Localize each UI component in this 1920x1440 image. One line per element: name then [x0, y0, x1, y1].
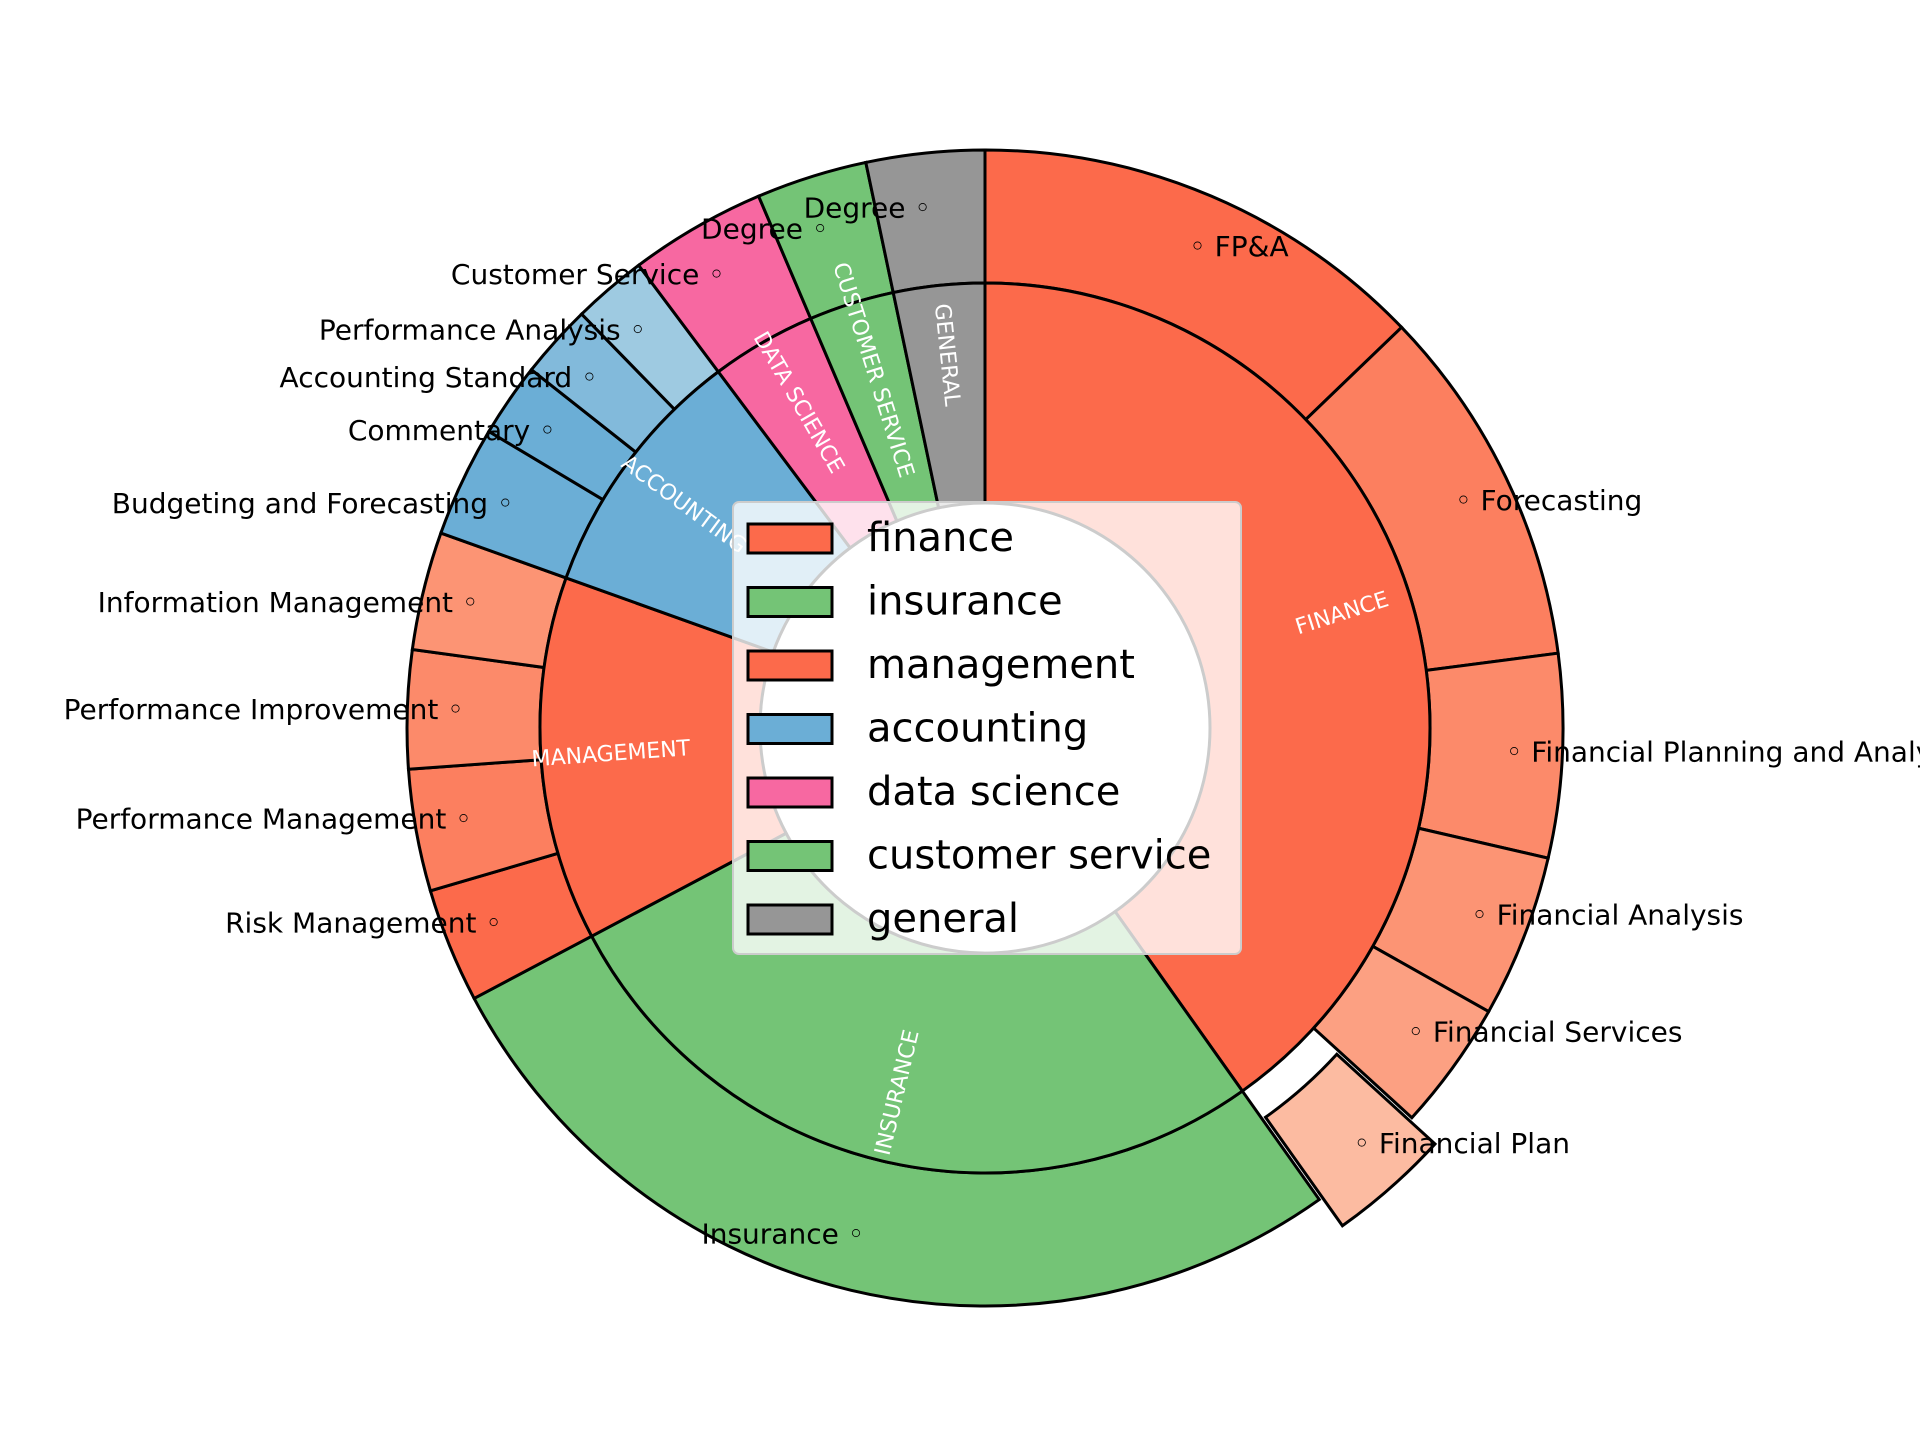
outer-label-finance-financial-analysis: ◦ Financial Analysis: [1471, 899, 1743, 932]
outer-label-management-performance-management: Performance Management ◦: [76, 803, 472, 836]
outer-label-accounting-commentary: Commentary ◦: [348, 414, 556, 447]
outer-label-finance-financial-plan: ◦ Financial Plan: [1354, 1127, 1571, 1160]
outer-label-finance-financial-planning-and-analysis: ◦ Financial Planning and Analysis: [1506, 735, 1920, 768]
outer-label-accounting-budgeting-and-forecasting: Budgeting and Forecasting ◦: [112, 487, 514, 520]
legend-swatch-customer-service: [746, 840, 834, 872]
outer-label-customer-service-degree: Degree ◦: [701, 213, 828, 246]
outer-label-finance-financial-services: ◦ Financial Services: [1407, 1016, 1682, 1049]
outer-wedge-finance-financial-plan: [1263, 1052, 1438, 1228]
legend-label-general: general: [867, 896, 1019, 942]
outer-label-accounting-performance-analysis: Performance Analysis ◦: [319, 314, 646, 347]
outer-label-finance-forecasting: ◦ Forecasting: [1455, 484, 1642, 517]
legend-box: [732, 501, 1242, 955]
legend: finance insurance management accounting data…: [732, 501, 1242, 955]
legend-label-finance: finance: [867, 515, 1014, 561]
outer-label-management-risk-management: Risk Management ◦: [225, 906, 502, 939]
outer-label-accounting-accounting-standard: Accounting Standard ◦: [280, 361, 598, 394]
outer-label-data-science-customer-service: Customer Service ◦: [451, 258, 725, 291]
legend-swatch-general: [746, 903, 834, 936]
legend-label-accounting: accounting: [867, 706, 1088, 752]
outer-label-management-performance-improvement: Performance Improvement ◦: [64, 693, 464, 726]
legend-swatch-management: [746, 649, 834, 682]
legend-label-management: management: [867, 642, 1135, 688]
outer-labels: ◦ FP&A ◦ Forecasting ◦ Financial Planning …: [64, 191, 1920, 1250]
legend-swatch-accounting: [746, 713, 834, 745]
legend-label-data-science: data science: [867, 769, 1120, 815]
legend-label-insurance: insurance: [867, 579, 1063, 625]
outer-label-general-degree: Degree ◦: [804, 191, 931, 224]
legend-label-customer-service: customer service: [867, 833, 1211, 879]
outer-label-management-information-management: Information Management ◦: [98, 586, 479, 619]
legend-swatch-data-science: [746, 776, 834, 809]
outer-label-finance-fp-a: ◦ FP&A: [1189, 230, 1288, 263]
legend-swatch-finance: [746, 522, 834, 555]
legend-swatch-insurance: [746, 586, 834, 618]
outer-label-insurance-insurance: Insurance ◦: [701, 1217, 864, 1250]
